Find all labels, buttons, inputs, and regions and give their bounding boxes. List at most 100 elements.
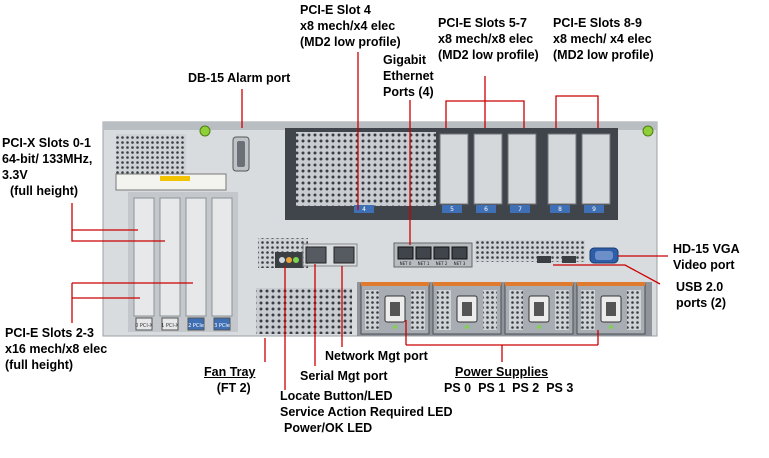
label-pcix-line4: (full height): [10, 184, 79, 198]
low-slot-9: [581, 133, 611, 205]
psu-vent-right-1: [483, 290, 497, 330]
low-slot-6: [473, 133, 503, 205]
ethernet-port-1: [415, 246, 432, 260]
full-slot-tag-3: [213, 317, 231, 331]
label-pcie-slots57: PCI-E Slots 5-7 x8 mech/x8 elec (MD2 low…: [438, 15, 539, 63]
label-power-ok-led: Power/OK LED: [284, 421, 373, 435]
full-slot-tag-0: [135, 317, 153, 331]
label-pcie23-line3: (full height): [5, 358, 74, 372]
psu-handle-1: [433, 282, 501, 286]
label-usb-line2: ports (2): [676, 296, 726, 310]
warning-label: [115, 173, 227, 191]
vga-port-pins: [595, 251, 613, 260]
low-slot-5: [439, 133, 469, 205]
usb-port-0: [537, 256, 551, 263]
label-pcix-line1: PCI-X Slots 0-1: [2, 136, 91, 150]
psu-vent-right-2: [555, 290, 569, 330]
label-pcie-slots23: PCI-E Slots 2-3 x16 mech/x8 elec (full h…: [5, 325, 107, 373]
psu-inlet-socket-3: [606, 302, 616, 316]
label-pcie-slots89-line2: x8 mech/ x4 elec: [553, 32, 652, 46]
low-slot-tag-6: [476, 205, 496, 213]
label-power-supplies-text: Power Supplies: [455, 365, 549, 379]
label-pcix-line3: 3.3V: [2, 168, 28, 182]
low-slot-tag-5: [442, 205, 462, 213]
label-fan-tray: Fan Tray (FT 2): [204, 364, 255, 396]
psu-led-1: [465, 325, 469, 329]
label-pcix-line2: 64-bit/ 133MHz,: [2, 152, 93, 166]
label-power-supplies: Power Supplies: [455, 364, 548, 380]
low-slot-tag-9: [584, 205, 604, 213]
label-vga-line2: Video port: [673, 258, 735, 272]
label-pcie-slots57-line1: PCI-E Slots 5-7: [438, 16, 527, 30]
label-fan-tray-line2: (FT 2): [216, 381, 251, 395]
latch-left: [199, 125, 211, 137]
label-network-mgt: Network Mgt port: [325, 348, 428, 364]
psu-vent-left-2: [509, 290, 523, 330]
psu-inlet-socket-1: [462, 302, 472, 316]
low-slot-tag-text-7: 7: [518, 206, 522, 213]
label-db15-alarm-text: DB-15 Alarm port: [188, 71, 291, 85]
label-usb: USB 2.0 ports (2): [676, 279, 726, 311]
label-pcie-slots89-line3: (MD2 low profile): [553, 48, 654, 62]
label-fan-tray-line1: Fan Tray: [204, 365, 256, 379]
low-slot-7: [507, 133, 537, 205]
low-slot-8: [547, 133, 577, 205]
full-slot-tag-text-3: 3 PCIe: [214, 323, 230, 329]
psu-vent-left-1: [437, 290, 451, 330]
low-slot-tag-text-8: 8: [558, 206, 562, 213]
low-slot-tag-4: [354, 205, 374, 213]
label-ps3: PS 3: [546, 381, 574, 395]
io-row-vent-right: [475, 240, 585, 262]
label-usb-line1: USB 2.0: [676, 280, 724, 294]
serial-mgt-port: [305, 246, 327, 264]
label-hd15-vga: HD-15 VGA Video port: [673, 241, 740, 273]
locate-led: [279, 257, 285, 263]
psu-vent-right-0: [411, 290, 425, 330]
ethernet-port-tag-0: NET 0: [400, 261, 412, 266]
label-pcie23-line1: PCI-E Slots 2-3: [5, 326, 94, 340]
label-network-mgt-text: Network Mgt port: [325, 349, 428, 363]
center-vent: [370, 132, 436, 206]
mgt-ports-panel: [302, 243, 358, 267]
psu-led-3: [609, 325, 613, 329]
service-led: [286, 257, 292, 263]
full-slot-tag-1: [161, 317, 179, 331]
label-pcie-slots89-line1: PCI-E Slots 8-9: [553, 16, 642, 30]
label-db15-alarm: DB-15 Alarm port: [188, 70, 290, 86]
low-slot-tag-8: [550, 205, 570, 213]
label-gigabit-line1: Gigabit: [383, 53, 427, 67]
label-vga-line1: HD-15 VGA: [673, 242, 740, 256]
label-service-led: Service Action Required LED: [280, 405, 453, 419]
psu-inlet-socket-2: [534, 302, 544, 316]
label-locate-led: Locate Button/LED: [280, 389, 393, 403]
top-left-vent: [116, 134, 186, 174]
network-mgt-port: [333, 246, 355, 264]
label-gigabit-line2: Ethernet: [383, 69, 434, 83]
label-leds: Locate Button/LED Service Action Require…: [280, 388, 453, 436]
psu-vent-left-3: [581, 290, 595, 330]
low-slot-tag-7: [510, 205, 530, 213]
label-pcie-slot4-line2: x8 mech/x4 elec: [300, 19, 396, 33]
low-slot-tag-text-5: 5: [450, 206, 454, 213]
ethernet-port-3: [451, 246, 468, 260]
psu-handle-2: [505, 282, 573, 286]
label-pcix-slots01: PCI-X Slots 0-1 64-bit/ 133MHz, 3.3V (fu…: [2, 135, 92, 199]
full-slot-tag-text-0: 0 PCI-X: [135, 323, 153, 329]
psu-vent-right-3: [627, 290, 641, 330]
label-pcie-slots89: PCI-E Slots 8-9 x8 mech/ x4 elec (MD2 lo…: [553, 15, 654, 63]
full-slot-0: [133, 197, 155, 317]
label-ps0: PS 0: [444, 381, 472, 395]
psu-led-0: [393, 325, 397, 329]
full-slot-3: [211, 197, 233, 317]
ethernet-port-0: [397, 246, 414, 260]
label-ps1: PS 1: [478, 381, 506, 395]
psu-handle-0: [361, 282, 429, 286]
ethernet-port-tag-1: NET 1: [418, 261, 430, 266]
power-led: [293, 257, 299, 263]
label-gigabit-ethernet: Gigabit Ethernet Ports (4): [383, 52, 434, 100]
full-slot-tag-text-1: 1 PCI-X: [161, 323, 179, 329]
label-pcie-slots57-line3: (MD2 low profile): [438, 48, 539, 62]
warning-label-stripe: [160, 176, 190, 181]
db15-pins: [237, 141, 245, 167]
